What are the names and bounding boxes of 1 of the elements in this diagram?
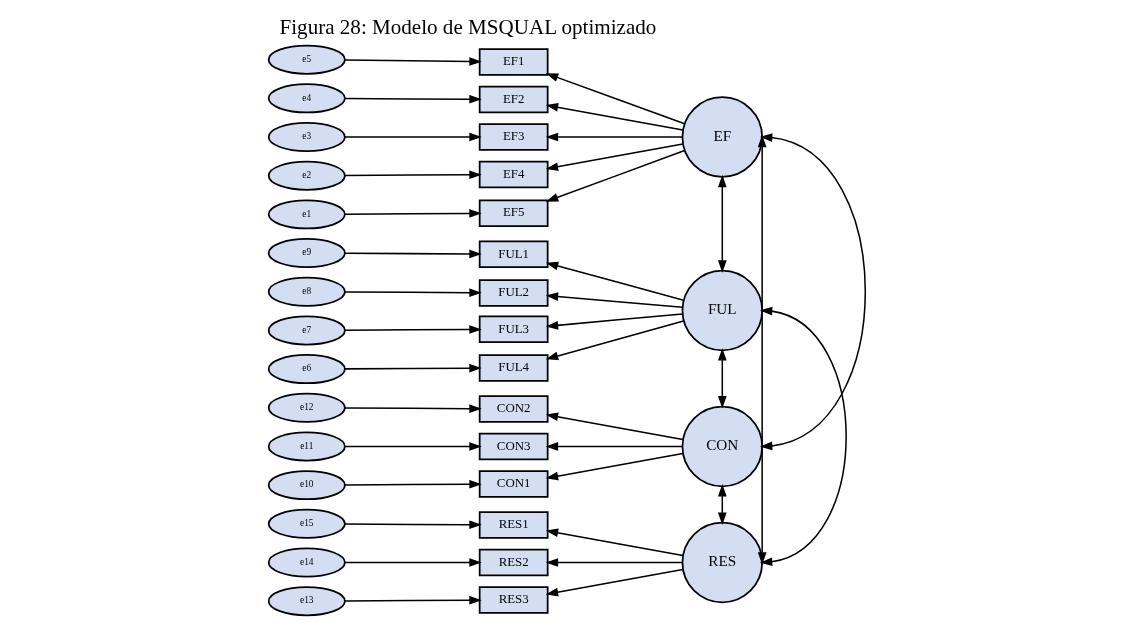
diagram-title: Figura 28: Modelo de MSQUAL optimizado xyxy=(279,15,657,40)
